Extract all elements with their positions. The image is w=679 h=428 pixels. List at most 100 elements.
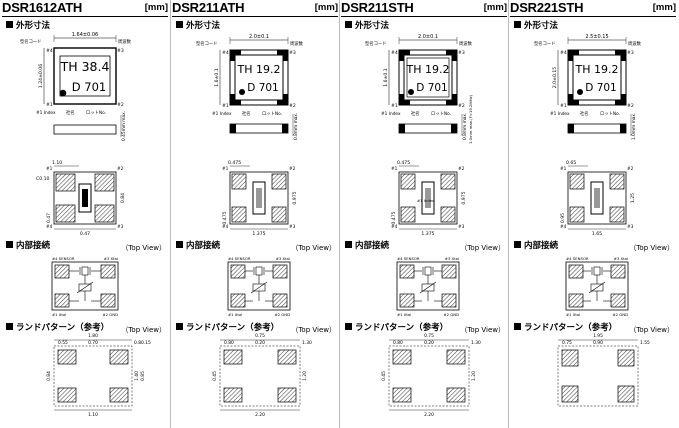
pin-label-1: #1 Xtal <box>566 312 580 317</box>
land-pad <box>446 349 466 365</box>
pin-label-4: #4 SENSOR <box>397 256 420 261</box>
center-sensor <box>594 188 600 208</box>
section-title-text: 内部接続 <box>355 241 390 251</box>
bottom-terminal <box>609 173 625 190</box>
land-dim-1: 0.75 <box>255 333 265 339</box>
bottom-terminal <box>440 206 456 223</box>
land-pad <box>277 349 297 365</box>
bottom-dim-bottom: 1.65 <box>592 231 602 237</box>
pin-number: #2 <box>117 102 124 108</box>
crystal-symbol <box>81 266 89 276</box>
bottom-dim-side: 0.84 <box>120 193 126 203</box>
section-marker-icon <box>6 21 13 28</box>
label-index: #1 Index <box>36 110 56 116</box>
section-marker-icon <box>345 323 352 330</box>
section-marker-icon <box>176 241 183 248</box>
pin-label-1: #1 Xtal <box>52 312 66 317</box>
pin-number: #3 <box>627 50 634 56</box>
land-dim-4: 1.30 <box>471 340 481 346</box>
land-dim-2: 0.55 <box>58 340 68 346</box>
bottom-dim-side: 0.975 <box>461 191 467 204</box>
header-rule <box>2 16 168 17</box>
column-dsr211ath: DSR211ATH [mm] 外形寸法内部接続ランドパターン（参考）（Top V… <box>172 0 340 428</box>
label-lot: ロットNo. <box>600 111 620 117</box>
label-lot: ロットNo. <box>431 111 451 117</box>
pin-number: #1 <box>560 103 567 109</box>
section-title-text: 内部接続 <box>524 241 559 251</box>
pin-number: #4 <box>46 224 53 230</box>
label-index: #1 Index <box>550 111 570 117</box>
pin-number: #2 <box>289 103 296 109</box>
pin-label-2: #2 GND <box>612 312 628 317</box>
pin-number: #1 <box>222 166 229 172</box>
bottom-dim-bottom: 1.375 <box>252 231 265 237</box>
column-separator <box>339 0 340 428</box>
section-marker-icon <box>514 323 521 330</box>
section-title-text: 外形寸法 <box>186 21 221 31</box>
bottom-terminal <box>400 173 416 190</box>
pin-number: #1 <box>560 166 567 172</box>
land-pad <box>617 349 635 367</box>
label-company: 社名 <box>66 109 75 116</box>
center-sensor <box>82 189 88 207</box>
land-dim-7: 1.10 <box>88 412 98 418</box>
pin-number: #3 <box>117 48 124 54</box>
pin-label-3: #3 Xtal <box>276 256 290 261</box>
side-terminal <box>230 124 236 133</box>
chamfer-dim: C0.10 <box>36 176 50 182</box>
section-title-internal: 内部接続 <box>6 241 50 252</box>
width-dimension: 2.0±0.1 <box>418 34 438 40</box>
model-name: DSR211STH <box>341 0 414 15</box>
internal-terminal <box>610 264 626 279</box>
internal-terminal <box>230 293 246 308</box>
pin-number: #3 <box>117 224 124 230</box>
side-terminal <box>451 124 457 133</box>
pin1-index-dot <box>59 89 67 97</box>
bottom-dim-left: 0.47 <box>46 213 52 223</box>
land-outline <box>53 345 133 407</box>
pin-number: #4 <box>560 224 567 230</box>
pin-label-1: #1 Xtal <box>228 312 242 317</box>
pin1-index-dot <box>408 89 414 95</box>
section-marker-icon <box>6 323 13 330</box>
center-sensor <box>425 188 431 208</box>
model-name: DSR221STH <box>510 0 584 15</box>
pin-label-2: #2 GND <box>102 312 118 317</box>
section-title-text: 外形寸法 <box>355 21 390 31</box>
side-view-body <box>229 123 289 134</box>
lid <box>234 54 284 101</box>
label-model-code: 型名コード <box>20 38 41 45</box>
land-dim-3: 0.20 <box>424 340 434 346</box>
top-view-label: （Top View） <box>291 244 336 252</box>
section-title-outline: 外形寸法 <box>176 21 220 32</box>
unit-label: [mm] <box>652 2 676 13</box>
marking-line-2: D 701 <box>416 82 447 94</box>
land-dim-8: 0.85 <box>140 371 146 381</box>
land-pad <box>392 387 412 403</box>
land-dim-7: 2.20 <box>424 412 434 418</box>
thickness-dimension: 1.0mm max. <box>631 113 637 140</box>
internal-terminal <box>230 264 246 279</box>
section-marker-icon <box>176 323 183 330</box>
pin-label-3: #3 Xtal <box>104 256 118 261</box>
section-marker-icon <box>176 21 183 28</box>
section-title-land: ランドパターン（参考） <box>176 323 279 334</box>
bottom-dim-bottom: 1.375 <box>421 231 434 237</box>
pin-label-2: #2 GND <box>443 312 459 317</box>
bottom-dim-top: 0.65 <box>566 160 576 166</box>
side-view-body <box>567 123 627 134</box>
internal-terminal <box>399 264 415 279</box>
header-rule <box>510 16 676 17</box>
section-title-text: ランドパターン（参考） <box>524 323 618 333</box>
thickness-dimension: 0.45mm max. <box>121 111 127 141</box>
width-dimension: 2.0±0.1 <box>249 34 269 40</box>
crystal-symbol <box>255 266 263 276</box>
bottom-dim-left: 0.95 <box>560 213 566 223</box>
height-dimension: 1.24±0.06 <box>38 64 44 88</box>
internal-terminal <box>568 264 584 279</box>
internal-terminal <box>54 264 70 279</box>
